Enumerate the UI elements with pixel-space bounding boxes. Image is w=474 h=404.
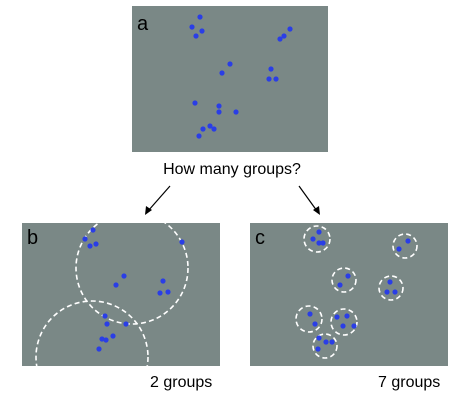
panel-b-background	[22, 223, 220, 366]
dot	[197, 14, 203, 20]
dot	[316, 240, 322, 246]
dot	[351, 323, 357, 329]
dot	[157, 290, 163, 296]
panel-b-canvas	[22, 223, 220, 366]
dot	[189, 24, 195, 30]
dot	[90, 227, 96, 233]
dot	[165, 289, 171, 295]
dot	[323, 339, 329, 345]
dot	[266, 76, 272, 82]
panel-b-caption: 2 groups	[150, 374, 212, 391]
arrow-to-c-shaft	[298, 185, 318, 212]
arrow-to-b	[145, 185, 171, 215]
dot	[113, 282, 119, 288]
dot	[93, 241, 99, 247]
group-ring	[303, 225, 331, 253]
dot	[405, 238, 411, 244]
arrow-to-b-head	[145, 206, 152, 215]
arrow-to-c	[298, 185, 320, 215]
panel-a: a	[132, 6, 328, 152]
group-ring	[392, 233, 418, 259]
panel-c-caption: 7 groups	[378, 374, 440, 391]
dot	[200, 126, 206, 132]
dot	[320, 240, 326, 246]
dot	[396, 246, 402, 252]
dot	[103, 337, 109, 343]
dot	[104, 321, 110, 327]
dot	[179, 239, 185, 245]
dot	[268, 66, 274, 72]
question-text: How many groups?	[163, 161, 301, 178]
dot	[315, 346, 321, 352]
dot	[96, 346, 102, 352]
arrow-to-c-head	[313, 206, 320, 215]
dot	[310, 236, 316, 242]
dot	[387, 279, 393, 285]
dot	[207, 123, 213, 129]
dot	[316, 229, 322, 235]
dot	[160, 278, 166, 284]
dot	[392, 289, 398, 295]
group-ring	[330, 308, 358, 336]
panel-a-background	[132, 6, 328, 152]
dot	[312, 321, 318, 327]
dot	[281, 33, 287, 39]
group-ring	[312, 333, 338, 359]
dot	[216, 109, 222, 115]
dot	[196, 133, 202, 139]
panel-c: c 7 groups	[250, 223, 448, 391]
panel-b: b 2 groups	[22, 223, 220, 391]
dot	[82, 236, 88, 242]
dot	[337, 282, 343, 288]
panel-c-rings	[295, 225, 418, 359]
panel-b-dots	[82, 227, 185, 352]
dot	[307, 311, 313, 317]
panel-a-dots	[189, 14, 293, 139]
dot	[102, 313, 108, 319]
dot	[340, 323, 346, 329]
dot	[219, 70, 225, 76]
dot	[329, 339, 335, 345]
dot	[277, 36, 283, 42]
dot	[384, 289, 390, 295]
dot	[121, 273, 127, 279]
dot	[273, 76, 279, 82]
dot	[87, 243, 93, 249]
dot	[199, 28, 205, 34]
dot	[123, 321, 129, 327]
group-ring	[35, 300, 149, 366]
panel-b-label: b	[27, 227, 38, 249]
dot	[192, 100, 198, 106]
dot	[316, 335, 322, 341]
dot	[211, 126, 217, 132]
dot	[334, 314, 340, 320]
dot	[193, 33, 199, 39]
panel-c-background	[250, 223, 448, 366]
dot	[110, 333, 116, 339]
group-ring	[331, 267, 357, 293]
arrow-to-b-shaft	[147, 185, 171, 212]
dot	[345, 273, 351, 279]
dot	[344, 313, 350, 319]
group-ring	[295, 305, 323, 333]
panel-c-dots	[307, 229, 411, 352]
dot	[233, 109, 239, 115]
group-ring	[75, 223, 189, 325]
dot	[227, 61, 233, 67]
dot	[216, 103, 222, 109]
dot	[99, 336, 105, 342]
group-ring	[378, 275, 404, 301]
panel-c-label: c	[255, 227, 265, 249]
panel-a-label: a	[137, 13, 149, 35]
dot	[287, 26, 293, 32]
